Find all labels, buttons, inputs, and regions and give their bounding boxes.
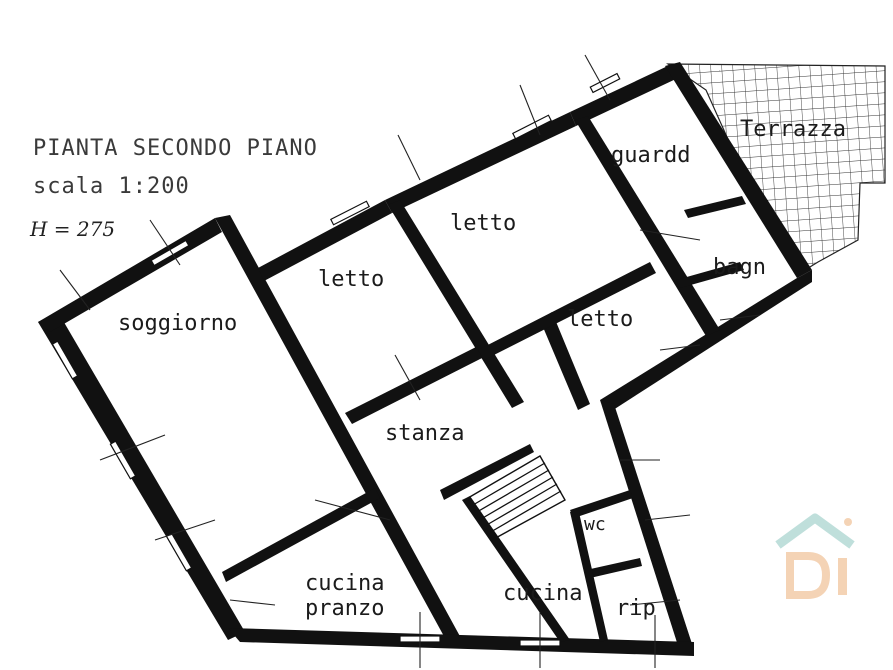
watermark-roof-icon	[775, 513, 855, 549]
room-label-soggiorno: soggiorno	[118, 311, 237, 336]
room-label-bagno: bagn	[713, 255, 766, 280]
watermark-d-icon	[786, 552, 831, 599]
room-label-cucina: cucina	[503, 581, 582, 606]
room-label-letto-left: letto	[318, 267, 384, 292]
windows-and-ticks	[51, 54, 761, 668]
room-label-letto-top: letto	[450, 211, 516, 236]
room-label-rip: rip	[616, 596, 656, 621]
staircase	[467, 455, 566, 541]
room-label-cucina-pranzo-1: cucina	[305, 571, 384, 596]
room-label-guardaroba: guardd	[611, 143, 690, 168]
terrace-grid	[666, 63, 886, 271]
room-label-terrazza: Terrazza	[740, 117, 846, 142]
room-label-wc: wc	[584, 514, 606, 535]
room-label-cucina-pranzo-2: pranzo	[305, 596, 384, 621]
watermark-logo	[775, 513, 855, 599]
room-label-letto-right: letto	[567, 307, 633, 332]
walls	[38, 62, 812, 656]
room-label-stanza: stanza	[385, 421, 464, 446]
watermark-i-icon	[838, 558, 847, 595]
plan-scale: scala 1:200	[33, 174, 190, 199]
plan-title: PIANTA SECONDO PIANO	[33, 136, 318, 161]
height-note: H = 275	[29, 217, 115, 241]
